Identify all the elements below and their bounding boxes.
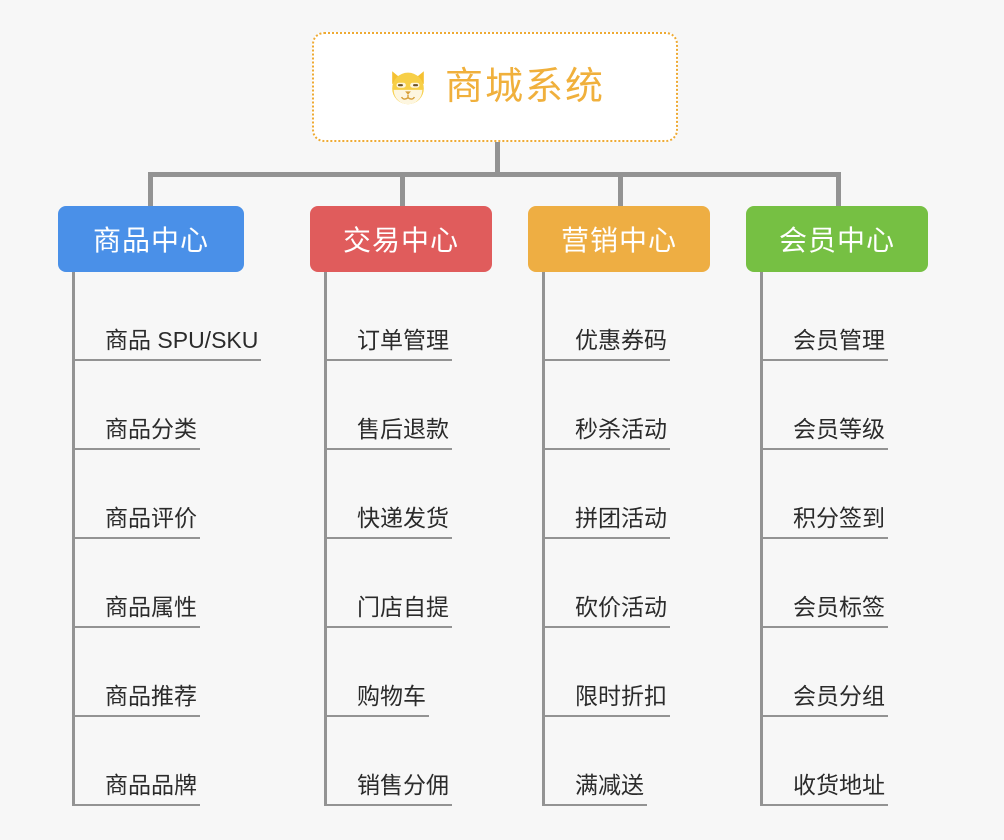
leaf-label: 限时折扣 [575,683,667,710]
category-header-0[interactable]: 商品中心 [58,206,244,272]
leaf-item[interactable]: 商品推荐 [72,628,244,717]
leaf-item[interactable]: 会员标签 [760,539,928,628]
connector-drop-2 [618,172,623,206]
category-column-3: 会员中心 会员管理 会员等级 积分签到 会员标签 会员分组 收货地址 [746,206,928,806]
leaf-item[interactable]: 满减送 [542,717,710,806]
leaf-item[interactable]: 限时折扣 [542,628,710,717]
leaf-item[interactable]: 购物车 [324,628,492,717]
connector-root-stem [495,142,500,175]
leaf-item[interactable]: 门店自提 [324,539,492,628]
leaf-label: 门店自提 [357,594,449,621]
category-header-label-2: 营销中心 [560,225,677,256]
leaf-item[interactable]: 会员等级 [760,361,928,450]
leaf-label: 商品评价 [105,505,197,532]
leaf-item[interactable]: 商品 SPU/SKU [72,272,262,361]
category-column-0: 商品中心 商品 SPU/SKU 商品分类 商品评价 商品属性 商品推荐 商品品牌 [58,206,262,806]
category-header-label-0: 商品中心 [92,225,209,256]
leaf-label: 积分签到 [793,505,885,532]
leaf-label: 快递发货 [357,505,449,532]
leaf-label: 会员管理 [793,327,885,354]
leaf-label: 优惠券码 [575,327,667,354]
leaf-item[interactable]: 商品属性 [72,539,244,628]
leaf-item[interactable]: 销售分佣 [324,717,492,806]
leaf-item[interactable]: 会员管理 [760,272,928,361]
connector-drop-1 [400,172,405,206]
category-branch-2: 优惠券码 秒杀活动 拼团活动 砍价活动 限时折扣 满减送 [542,272,710,806]
leaf-item[interactable]: 砍价活动 [542,539,710,628]
leaf-label: 商品品牌 [105,772,197,799]
leaf-label: 会员标签 [793,594,885,621]
category-header-3[interactable]: 会员中心 [746,206,928,272]
leaf-item[interactable]: 商品评价 [72,450,244,539]
leaf-label: 售后退款 [357,416,449,443]
connector-bus-bar [148,172,840,177]
category-column-2: 营销中心 优惠券码 秒杀活动 拼团活动 砍价活动 限时折扣 满减送 [528,206,710,806]
connector-drop-3 [836,172,841,206]
leaf-label: 销售分佣 [357,772,449,799]
category-column-1: 交易中心 订单管理 售后退款 快递发货 门店自提 购物车 销售分佣 [310,206,492,806]
leaf-item[interactable]: 拼团活动 [542,450,710,539]
shiba-dog-face-icon [392,71,424,108]
leaf-label: 拼团活动 [575,505,667,532]
category-branch-3: 会员管理 会员等级 积分签到 会员标签 会员分组 收货地址 [760,272,928,806]
root-node[interactable]: 商城系统 [312,32,678,142]
leaf-label: 商品推荐 [105,683,197,710]
leaf-label: 商品 SPU/SKU [105,327,259,354]
connector-drop-0 [148,172,153,206]
leaf-label: 会员分组 [793,683,885,710]
category-branch-0: 商品 SPU/SKU 商品分类 商品评价 商品属性 商品推荐 商品品牌 [72,272,262,806]
leaf-item[interactable]: 快递发货 [324,450,492,539]
category-header-2[interactable]: 营销中心 [528,206,710,272]
leaf-item[interactable]: 商品分类 [72,361,244,450]
category-header-label-1: 交易中心 [342,225,459,256]
leaf-label: 订单管理 [357,327,449,354]
leaf-label: 商品属性 [105,594,197,621]
leaf-label: 砍价活动 [575,594,667,621]
category-branch-1: 订单管理 售后退款 快递发货 门店自提 购物车 销售分佣 [324,272,492,806]
leaf-label: 收货地址 [793,772,885,799]
leaf-label: 满减送 [575,772,644,799]
category-header-label-3: 会员中心 [778,225,895,256]
leaf-item[interactable]: 售后退款 [324,361,492,450]
leaf-item[interactable]: 秒杀活动 [542,361,710,450]
leaf-item[interactable]: 商品品牌 [72,717,244,806]
category-header-1[interactable]: 交易中心 [310,206,492,272]
leaf-item[interactable]: 优惠券码 [542,272,710,361]
leaf-label: 秒杀活动 [575,416,667,443]
leaf-item[interactable]: 收货地址 [760,717,928,806]
leaf-label: 会员等级 [793,416,885,443]
leaf-label: 商品分类 [105,416,197,443]
leaf-item[interactable]: 积分签到 [760,450,928,539]
root-title: 商城系统 [444,66,605,108]
leaf-item[interactable]: 订单管理 [324,272,492,361]
leaf-item[interactable]: 会员分组 [760,628,928,717]
leaf-label: 购物车 [357,683,426,710]
